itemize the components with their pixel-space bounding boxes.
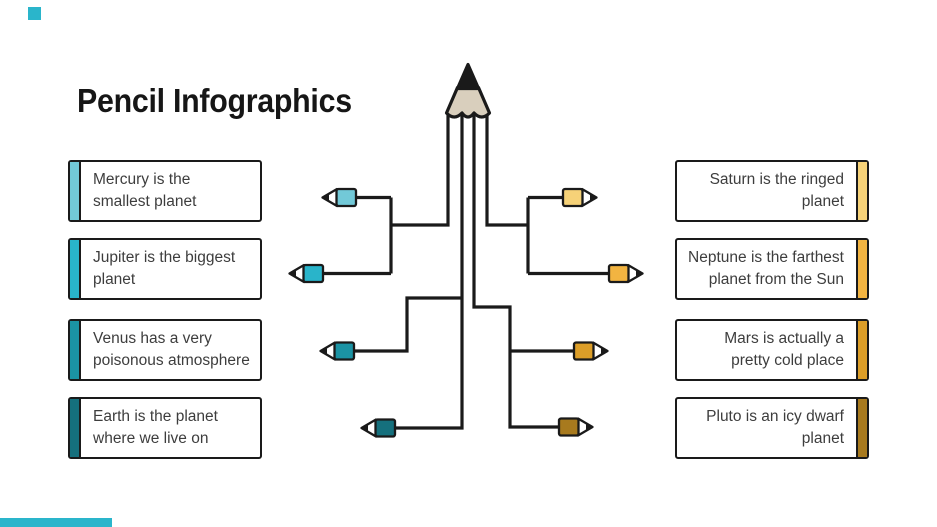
connector-right-bottom [472, 113, 574, 429]
info-card-label: Venus has a very poisonous atmosphere [93, 330, 250, 369]
info-card-mars: Mars is actually a pretty cold place [675, 319, 869, 381]
mini-pencil-earth-icon [360, 418, 397, 438]
card-color-stripe [70, 321, 81, 379]
pencil-graphite-tip [455, 62, 481, 91]
info-card-jupiter: Jupiter is the biggest planet [68, 238, 262, 300]
info-card-label: Mercury is the smallest planet [93, 171, 197, 210]
card-color-stripe [856, 321, 867, 379]
info-card-mercury: Mercury is the smallest planet [68, 160, 262, 222]
info-card-label: Saturn is the ringed planet [709, 171, 844, 210]
connector-left-bottom [354, 113, 464, 430]
card-color-stripe [856, 399, 867, 457]
mini-pencil-pluto-icon [557, 417, 594, 437]
card-color-stripe [856, 240, 867, 298]
pencil-wood-cone [444, 85, 492, 119]
mini-pencil-neptune-icon [607, 263, 644, 284]
connector-right-top [485, 112, 609, 276]
corner-square-decoration [28, 7, 41, 20]
card-color-stripe [856, 162, 867, 220]
card-color-stripe [70, 240, 81, 298]
info-card-label: Earth is the planet where we live on [93, 408, 218, 447]
connector-lines [323, 112, 609, 430]
info-card-earth: Earth is the planet where we live on [68, 397, 262, 459]
info-card-label: Jupiter is the biggest planet [93, 249, 236, 288]
mini-pencil-mars-icon [572, 341, 609, 361]
info-card-saturn: Saturn is the ringed planet [675, 160, 869, 222]
connector-left-top [323, 112, 450, 276]
info-card-label: Pluto is an icy dwarf planet [706, 408, 844, 447]
page-title: Pencil Infographics [77, 82, 352, 120]
card-color-stripe [70, 399, 81, 457]
info-card-pluto: Pluto is an icy dwarf planet [675, 397, 869, 459]
info-card-neptune: Neptune is the farthest planet from the … [675, 238, 869, 300]
bottom-bar-decoration [0, 518, 112, 527]
mini-pencil-venus-icon [319, 341, 356, 361]
mini-pencil-saturn-icon [561, 187, 598, 208]
mini-pencil-jupiter-icon [288, 263, 325, 284]
mini-pencil-mercury-icon [321, 187, 358, 208]
info-card-label: Mars is actually a pretty cold place [724, 330, 844, 369]
pencil-icon [444, 62, 492, 119]
card-color-stripe [70, 162, 81, 220]
info-card-label: Neptune is the farthest planet from the … [688, 249, 844, 288]
info-card-venus: Venus has a very poisonous atmosphere [68, 319, 262, 381]
